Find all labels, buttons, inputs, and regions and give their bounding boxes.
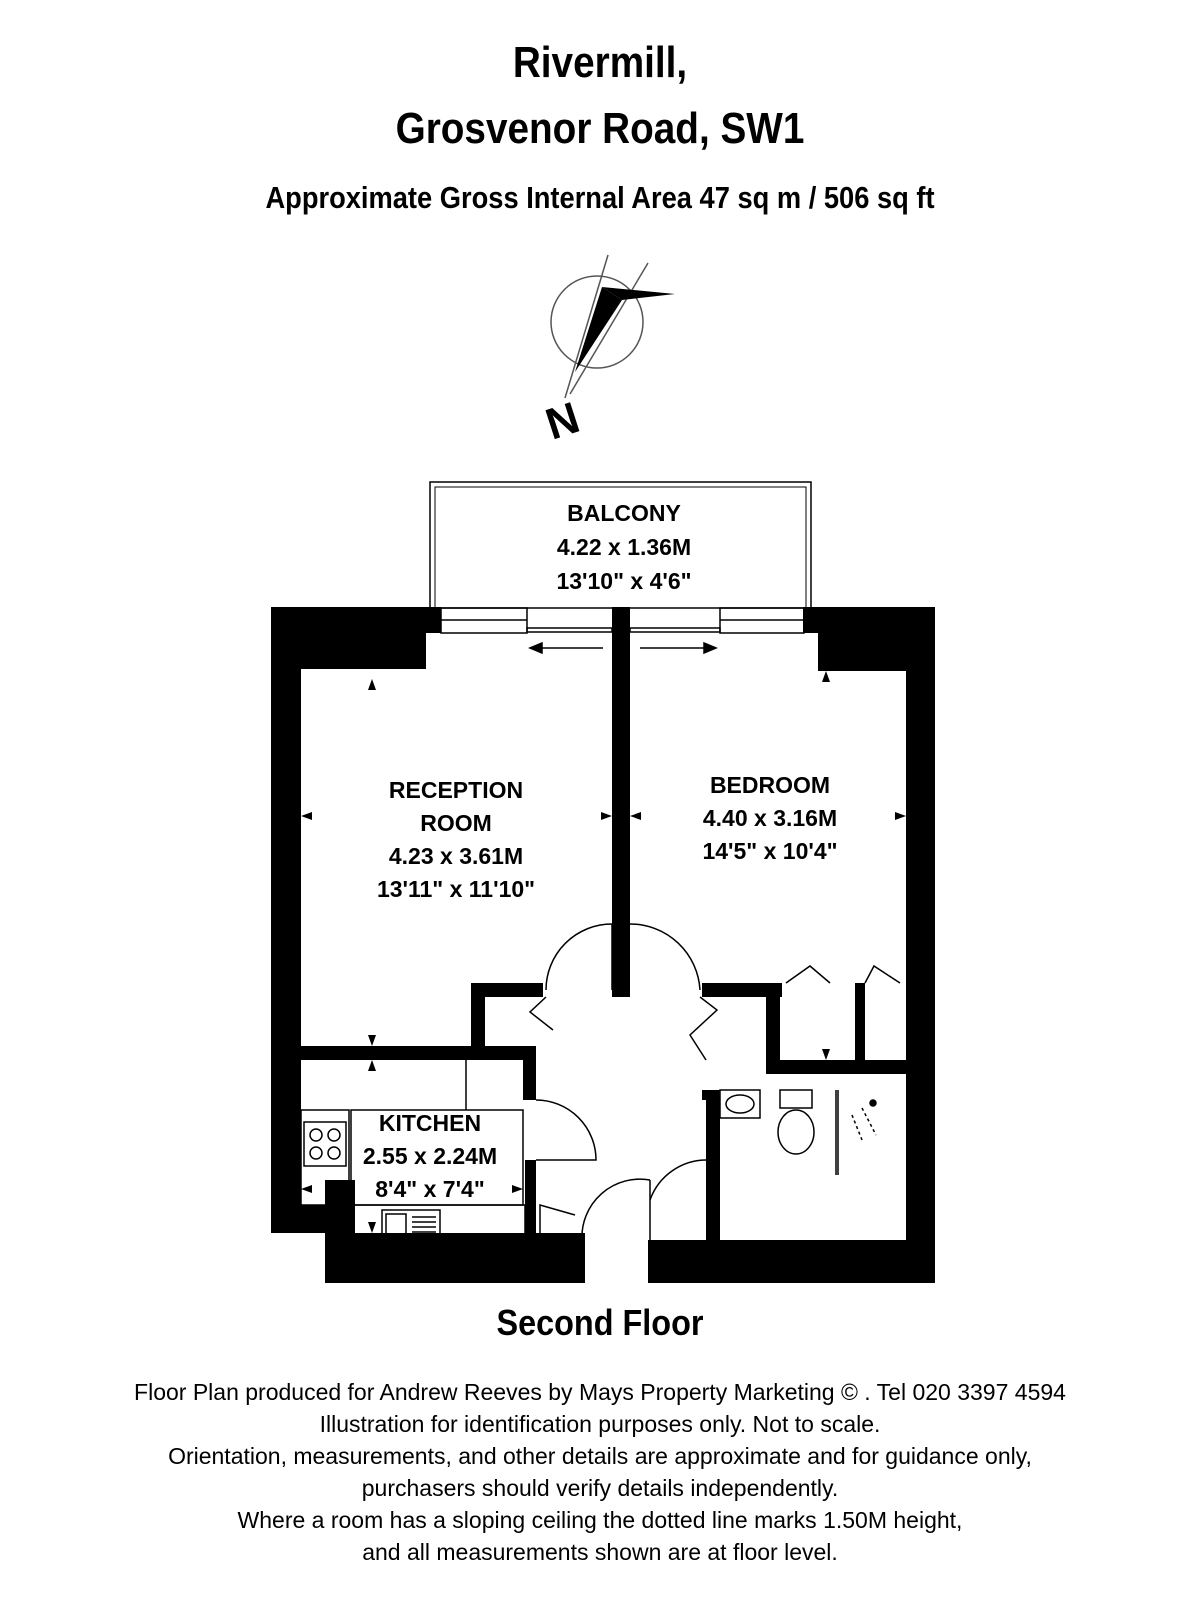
- property-address: Grosvenor Road, SW1: [395, 104, 805, 153]
- balcony-name: BALCONY: [567, 500, 681, 526]
- disclaimer-line: Illustration for identification purposes…: [319, 1411, 881, 1437]
- room-label-balcony: BALCONY 4.22 x 1.36M 13'10" x 4'6": [556, 500, 691, 594]
- disclaimer-line: and all measurements shown are at floor …: [362, 1539, 838, 1565]
- disclaimer-line: Floor Plan produced for Andrew Reeves by…: [134, 1379, 1066, 1405]
- bedroom-name: BEDROOM: [710, 772, 830, 798]
- toilet-icon: [779, 1089, 813, 1109]
- sink-icon: [381, 1209, 441, 1239]
- interior-walls: [301, 607, 906, 1240]
- sliding-door-arrows: [528, 641, 718, 655]
- floor-plan: N: [271, 254, 935, 1283]
- worktop-left: [300, 1109, 350, 1206]
- bedroom-imperial: 14'5" x 10'4": [702, 838, 837, 864]
- hob-icon: [303, 1121, 347, 1167]
- bedroom-metric: 4.40 x 3.16M: [703, 805, 837, 831]
- floor-label: Second Floor: [496, 1302, 704, 1343]
- balcony-imperial: 13'10" x 4'6": [556, 568, 691, 594]
- basin-icon: [719, 1089, 761, 1119]
- property-name: Rivermill,: [512, 38, 688, 87]
- dimension-markers: [301, 671, 906, 1233]
- door-swings: [528, 923, 901, 1241]
- reception-name-line2: ROOM: [420, 810, 492, 836]
- north-arrow-icon: N: [540, 254, 675, 450]
- room-label-kitchen: KITCHEN 2.55 x 2.24M 8'4" x 7'4": [363, 1110, 497, 1202]
- reception-imperial: 13'11" x 11'10": [377, 876, 535, 902]
- gross-internal-area: Approximate Gross Internal Area 47 sq m …: [265, 180, 935, 215]
- room-label-reception: RECEPTION ROOM 4.23 x 3.61M 13'11" x 11'…: [377, 777, 535, 902]
- exterior-walls: [271, 607, 935, 1283]
- kitchen-name: KITCHEN: [379, 1110, 481, 1136]
- north-label: N: [540, 393, 585, 449]
- windows: [440, 607, 805, 634]
- bathroom-fixtures: [719, 1089, 877, 1175]
- room-label-bedroom: BEDROOM 4.40 x 3.16M 14'5" x 10'4": [702, 772, 837, 864]
- reception-name-line1: RECEPTION: [389, 777, 523, 803]
- reception-metric: 4.23 x 3.61M: [389, 843, 523, 869]
- balcony-metric: 4.22 x 1.36M: [557, 534, 691, 560]
- disclaimer-line: purchasers should verify details indepen…: [361, 1475, 839, 1501]
- disclaimer: Floor Plan produced for Andrew Reeves by…: [0, 1376, 1200, 1568]
- disclaimer-line: Where a room has a sloping ceiling the d…: [237, 1507, 963, 1533]
- kitchen-imperial: 8'4" x 7'4": [375, 1176, 485, 1202]
- kitchen-fixtures: [300, 1060, 526, 1241]
- kitchen-metric: 2.55 x 2.24M: [363, 1143, 497, 1169]
- disclaimer-line: Orientation, measurements, and other det…: [168, 1443, 1032, 1469]
